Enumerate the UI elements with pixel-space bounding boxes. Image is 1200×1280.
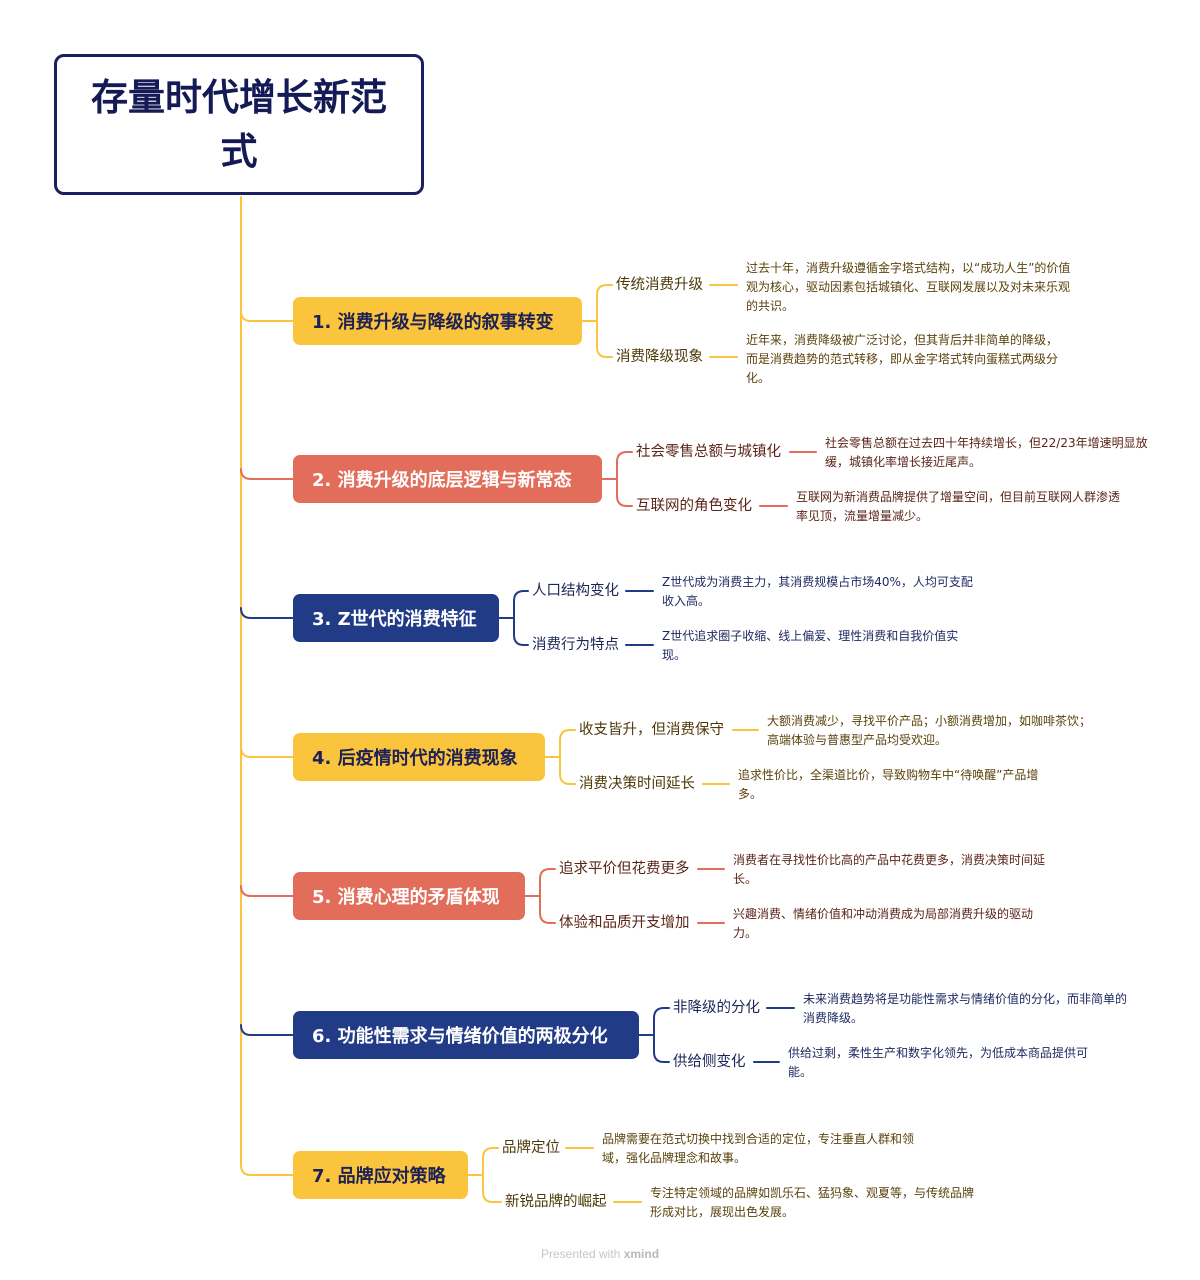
branch-line-7 (240, 1164, 294, 1176)
main-topic-1[interactable]: 1. 消费升级与降级的叙事转变 (293, 297, 582, 345)
main-topic-7[interactable]: 7. 品牌应对策略 (293, 1151, 468, 1199)
subtopic-4-1[interactable]: 收支皆升，但消费保守 (579, 722, 724, 738)
subtopic-1-2-desc[interactable]: 近年来，消费降级被广泛讨论，但其背后并非简单的降级，而是消费趋势的范式转移，即从… (746, 333, 1059, 385)
subtopic-2-1[interactable]: 社会零售总额与城镇化 (636, 444, 781, 460)
sub-connector-6-1 (653, 1007, 670, 1036)
sub-connector-4-2 (559, 756, 576, 785)
subtopic-3-2-desc[interactable]: Z世代追求圈子收缩、线上偏爱、理性消费和自我价值实现。 (662, 629, 959, 662)
xmind-logo: xmind (623, 1247, 660, 1261)
subtopic-6-1-desc[interactable]: 未来消费趋势将是功能性需求与情绪价值的分化，而非简单的消费降级。 (803, 992, 1128, 1025)
subtopic-6-2[interactable]: 供给侧变化 (673, 1054, 746, 1070)
subtopic-2-2-desc[interactable]: 互联网为新消费品牌提供了增量空间，但目前互联网人群渗透率见顶，流量增量减少。 (796, 490, 1121, 523)
subtopic-5-1[interactable]: 追求平价但花费更多 (559, 861, 690, 877)
branch-line-4 (240, 746, 294, 758)
sub-connector-1-1 (596, 284, 613, 322)
subtopic-7-1[interactable]: 品牌定位 (502, 1140, 560, 1156)
subtopic-4-1-desc[interactable]: 大额消费减少，寻找平价产品；小额消费增加，如咖啡茶饮；高端体验与普惠型产品均受欢… (767, 714, 1092, 747)
subtopic-4-2-desc[interactable]: 追求性价比，全渠道比价，导致购物车中“待唤醒”产品增多。 (738, 768, 1039, 801)
sub-connector-3-2 (513, 617, 529, 646)
branch-line-6 (240, 1024, 294, 1036)
subtopic-6-2-desc[interactable]: 供给过剩，柔性生产和数字化领先，为低成本商品提供可能。 (788, 1046, 1089, 1079)
sub-connector-2-1 (616, 451, 633, 480)
central-topic[interactable]: 存量时代增长新范式 (54, 54, 424, 195)
subtopic-7-1-desc[interactable]: 品牌需要在范式切换中找到合适的定位，专注垂直人群和领域，强化品牌理念和故事。 (602, 1132, 915, 1165)
subtopic-1-1[interactable]: 传统消费升级 (616, 277, 703, 293)
main-topic-5[interactable]: 5. 消费心理的矛盾体现 (293, 872, 525, 920)
subtopic-5-2-desc[interactable]: 兴趣消费、情绪价值和冲动消费成为局部消费升级的驱动力。 (733, 907, 1034, 940)
subtopic-7-2-desc[interactable]: 专注特定领域的品牌如凯乐石、猛犸象、观夏等，与传统品牌形成对比，展现出色发展。 (650, 1186, 975, 1219)
subtopic-4-2[interactable]: 消费决策时间延长 (579, 776, 695, 792)
sub-connector-7-2 (482, 1174, 502, 1203)
sub-connector-7-1 (482, 1147, 499, 1176)
branch-line-3 (240, 607, 294, 619)
main-topic-6[interactable]: 6. 功能性需求与情绪价值的两极分化 (293, 1011, 639, 1059)
main-topic-4[interactable]: 4. 后疫情时代的消费现象 (293, 733, 545, 781)
branch-line-1 (240, 310, 294, 322)
main-topic-3[interactable]: 3. Z世代的消费特征 (293, 594, 499, 642)
branch-line-2 (240, 468, 294, 480)
subtopic-3-1-desc[interactable]: Z世代成为消费主力，其消费规模占市场40%，人均可支配收入高。 (662, 575, 973, 608)
subtopic-3-1[interactable]: 人口结构变化 (532, 583, 619, 599)
subtopic-5-1-desc[interactable]: 消费者在寻找性价比高的产品中花费更多，消费决策时间延长。 (733, 853, 1046, 886)
subtopic-3-2[interactable]: 消费行为特点 (532, 637, 619, 653)
subtopic-1-1-desc[interactable]: 过去十年，消费升级遵循金字塔式结构，以“成功人生”的价值观为核心，驱动因素包括城… (746, 261, 1071, 313)
sub-connector-1-2 (596, 320, 613, 358)
subtopic-2-2[interactable]: 互联网的角色变化 (636, 498, 752, 514)
sub-connector-6-2 (653, 1034, 670, 1063)
footer-prefix: Presented with (540, 1247, 624, 1261)
subtopic-2-1-desc[interactable]: 社会零售总额在过去四十年持续增长，但22/23年增速明显放缓，城镇化率增长接近尾… (825, 436, 1148, 469)
subtopic-5-2[interactable]: 体验和品质开支增加 (559, 915, 690, 931)
subtopic-1-2[interactable]: 消费降级现象 (616, 349, 703, 365)
sub-connector-4-1 (559, 729, 576, 758)
main-topic-2[interactable]: 2. 消费升级的底层逻辑与新常态 (293, 455, 602, 503)
sub-connector-5-1 (539, 868, 556, 897)
footer-credit: Presented with xmind (0, 1247, 1200, 1261)
sub-connector-3-1 (513, 590, 529, 619)
sub-connector-2-2 (616, 478, 633, 507)
branch-line-5 (240, 885, 294, 897)
subtopic-7-2[interactable]: 新锐品牌的崛起 (505, 1194, 607, 1210)
subtopic-6-1[interactable]: 非降级的分化 (673, 1000, 760, 1016)
sub-connector-5-2 (539, 895, 556, 924)
